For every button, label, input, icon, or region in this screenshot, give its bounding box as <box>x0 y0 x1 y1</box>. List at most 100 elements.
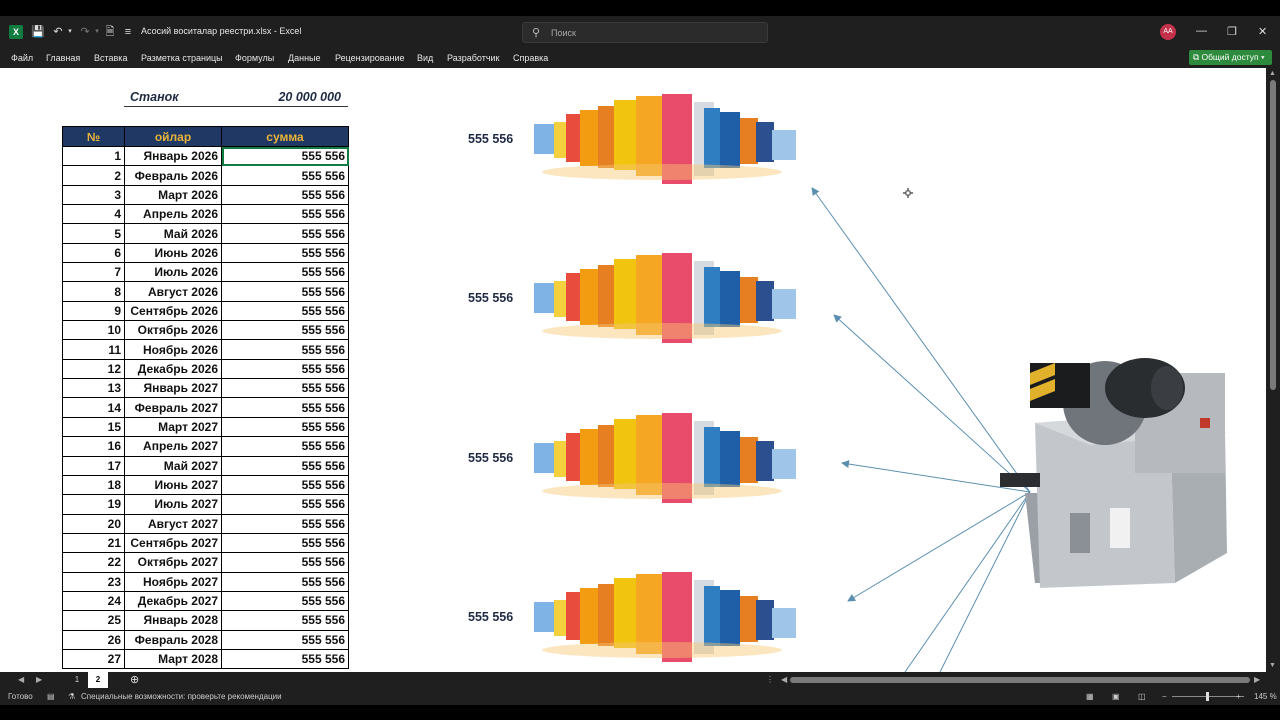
undo-dropdown-icon[interactable]: ▾ <box>68 28 72 35</box>
row-month-cell[interactable]: Ноябрь 2027 <box>124 571 222 592</box>
row-month-cell[interactable]: Август 2026 <box>124 281 222 302</box>
row-month-cell[interactable]: Февраль 2026 <box>124 165 222 186</box>
add-sheet-icon[interactable]: ⊕ <box>130 674 140 686</box>
row-month-cell[interactable]: Январь 2027 <box>124 378 222 399</box>
next-sheet-icon[interactable]: ▶ <box>36 675 43 684</box>
row-amount-cell[interactable]: 555 556 <box>221 416 349 438</box>
row-month-cell[interactable]: Июнь 2027 <box>124 474 222 496</box>
row-month-cell[interactable]: Сентябрь 2026 <box>124 300 222 322</box>
row-month-cell[interactable]: Январь 2026 <box>124 145 222 167</box>
arrow-5 <box>904 491 1031 672</box>
tab-formulas[interactable]: Формулы <box>235 53 275 63</box>
scroll-left-icon[interactable]: ◀ <box>781 675 788 684</box>
horizontal-scroll-thumb[interactable] <box>790 677 1250 683</box>
close-icon[interactable]: ✕ <box>1258 26 1268 38</box>
juice-packs-image-3[interactable] <box>532 411 800 507</box>
row-month-cell[interactable]: Ноябрь 2026 <box>124 339 222 360</box>
tab-help[interactable]: Справка <box>513 53 549 63</box>
row-amount-cell[interactable]: 555 556 <box>221 532 349 554</box>
side-value-4[interactable]: 555 556 <box>468 610 514 624</box>
vertical-scroll-thumb[interactable] <box>1270 80 1276 390</box>
user-avatar[interactable]: AA <box>1160 24 1176 40</box>
status-ready: Готово <box>8 692 33 701</box>
stanok-label[interactable]: Станок <box>130 90 179 104</box>
juice-packs-image-1[interactable] <box>532 92 800 188</box>
macro-record-icon[interactable]: ▤ <box>47 692 55 701</box>
minimize-icon[interactable]: — <box>1196 25 1207 37</box>
row-month-cell[interactable]: Апрель 2027 <box>124 436 222 457</box>
row-month-cell[interactable]: Март 2026 <box>124 184 222 206</box>
tab-review[interactable]: Рецензирование <box>335 53 405 63</box>
redo-dropdown-icon[interactable]: ▾ <box>95 28 99 35</box>
side-value-1[interactable]: 555 556 <box>468 132 514 146</box>
search-box[interactable]: ⚲ Поиск <box>522 22 768 43</box>
row-amount-cell[interactable]: 555 556 <box>221 648 349 670</box>
row-month-cell[interactable]: Март 2028 <box>124 648 222 670</box>
sheet-tab-2[interactable]: 2 <box>88 672 108 688</box>
tab-developer[interactable]: Разработчик <box>447 53 500 63</box>
header-number[interactable]: № <box>62 126 125 147</box>
stanok-value[interactable]: 20 000 000 <box>278 90 341 104</box>
cutting-machine-image[interactable] <box>995 293 1240 593</box>
restore-icon[interactable]: ❐ <box>1227 26 1237 38</box>
row-number-cell[interactable]: 19 <box>62 494 125 515</box>
stanok-underline <box>124 106 348 107</box>
tab-insert[interactable]: Вставка <box>94 53 128 63</box>
row-number-cell[interactable]: 23 <box>62 571 125 592</box>
page-layout-view-icon[interactable]: ▣ <box>1112 692 1120 701</box>
redo-icon[interactable]: ↷ <box>80 26 90 38</box>
scroll-up-icon[interactable]: ▲ <box>1269 70 1276 77</box>
row-amount-cell[interactable]: 555 556 <box>221 281 349 302</box>
title-bar: X 💾 ↶ ▾ ↷ ▾ 🗎 ≡ Асосий воситалар реестри… <box>0 16 1280 48</box>
juice-packs-image-2[interactable] <box>532 251 800 347</box>
row-amount-cell[interactable]: 555 556 <box>221 455 349 476</box>
row-number-cell[interactable]: 20 <box>62 513 125 534</box>
row-amount-cell[interactable]: 555 556 <box>221 184 349 206</box>
tab-view[interactable]: Вид <box>417 53 434 63</box>
tab-file[interactable]: Файл <box>11 53 34 63</box>
zoom-level[interactable]: 145 % <box>1254 692 1277 701</box>
prev-sheet-icon[interactable]: ◀ <box>18 675 25 684</box>
customize-toolbar-icon[interactable]: ≡ <box>124 26 132 38</box>
arrow-4 <box>847 491 1031 602</box>
accessibility-icon[interactable]: ⚗ <box>68 692 76 701</box>
row-month-cell[interactable]: Март 2027 <box>124 416 222 438</box>
normal-view-icon[interactable]: ▦ <box>1086 692 1094 701</box>
ribbon-tabs: Файл Главная Вставка Разметка страницы Ф… <box>0 48 1280 68</box>
tab-page-layout[interactable]: Разметка страницы <box>141 53 223 63</box>
juice-packs-image-4[interactable] <box>532 570 800 666</box>
scroll-down-icon[interactable]: ▼ <box>1269 662 1276 669</box>
header-months[interactable]: ойлар <box>124 126 222 147</box>
row-number-cell[interactable]: 14 <box>62 397 125 418</box>
page-break-view-icon[interactable]: ◫ <box>1138 692 1146 701</box>
sheet-tab-1[interactable]: 1 <box>74 675 80 684</box>
row-amount-cell[interactable]: 555 556 <box>221 300 349 322</box>
zoom-slider-handle[interactable] <box>1206 692 1209 701</box>
save-icon[interactable]: 💾 <box>31 26 45 38</box>
row-month-cell[interactable]: Октябрь 2026 <box>124 320 222 341</box>
page-setup-icon[interactable]: 🗎 <box>105 26 115 38</box>
vertical-scrollbar[interactable]: ▲ ▼ <box>1266 68 1280 672</box>
side-value-3[interactable]: 555 556 <box>468 451 514 465</box>
zoom-out-icon[interactable]: − <box>1162 692 1167 701</box>
arrow-3 <box>841 460 1031 493</box>
share-button[interactable]: ⧉ Общий доступ ▾ <box>1189 50 1272 65</box>
tab-home[interactable]: Главная <box>46 53 81 63</box>
header-amount[interactable]: сумма <box>221 126 349 147</box>
zoom-in-icon[interactable]: + <box>1236 692 1241 701</box>
accessibility-status[interactable]: Специальные возможности: проверьте реком… <box>81 692 282 701</box>
undo-icon[interactable]: ↶ <box>53 26 63 38</box>
side-value-2[interactable]: 555 556 <box>468 291 514 305</box>
tab-data[interactable]: Данные <box>288 53 321 63</box>
scroll-right-icon[interactable]: ▶ <box>1254 675 1261 684</box>
split-handle-icon[interactable]: ⋮ <box>766 675 774 684</box>
row-number-cell[interactable]: 12 <box>62 358 125 380</box>
row-amount-cell[interactable]: 555 556 <box>221 320 349 341</box>
